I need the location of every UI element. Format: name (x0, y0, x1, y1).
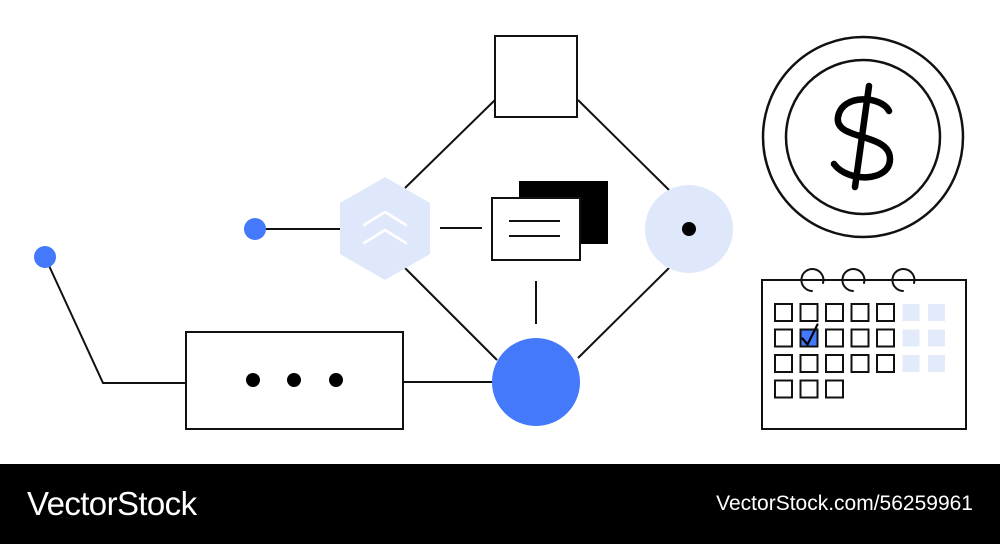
dollar-coin-icon (761, 35, 965, 239)
calendar-cell (902, 304, 920, 321)
blue-circle-node (492, 338, 580, 426)
stock-id: VectorStock.com/56259961 (716, 492, 973, 515)
calendar-cell (774, 379, 793, 399)
square-node (494, 35, 578, 118)
connector-top-right (577, 99, 670, 191)
endpoint-dot-left (34, 246, 56, 268)
connector-left-wire (44, 256, 186, 384)
connector-bottom-right (577, 267, 670, 359)
calendar-cell (928, 329, 945, 347)
footer-bar: VectorStock VectorStock.com/56259961 (0, 464, 1000, 544)
stacked-cards-icon (491, 181, 608, 261)
calendar-cell (799, 354, 819, 373)
double-chevron-up-icon (362, 210, 408, 245)
calendar-cell (774, 328, 793, 348)
calendar-cell (825, 379, 844, 399)
calendar-cell (799, 379, 819, 399)
connector-lines (44, 99, 670, 384)
calendar-cell (850, 328, 870, 348)
illustration (34, 35, 967, 430)
calendar-ring-3 (891, 268, 916, 292)
ellipsis-box (185, 331, 404, 430)
brand-logo: VectorStock (27, 485, 197, 522)
hexagon-node (340, 177, 430, 280)
calendar-cell (850, 303, 870, 322)
calendar-ring-2 (841, 268, 866, 292)
light-circle-node (645, 185, 733, 273)
calendar-grid (774, 303, 945, 399)
calendar-cell (876, 303, 895, 322)
endpoint-dot-middle (244, 218, 266, 240)
calendar-cell (928, 355, 945, 372)
calendar-cell (902, 329, 920, 347)
calendar-icon (761, 268, 967, 430)
calendar-cell (850, 354, 870, 373)
calendar-cell (825, 328, 844, 348)
calendar-cell (928, 304, 945, 321)
calendar-cell (876, 354, 895, 373)
calendar-cell (825, 303, 844, 322)
ellipsis-icon (246, 373, 343, 387)
calendar-cell (825, 354, 844, 373)
calendar-cell (774, 354, 793, 373)
checkmark-icon (801, 323, 819, 346)
calendar-cell (774, 303, 793, 322)
calendar-ring-1 (800, 268, 825, 292)
connector-top-left (404, 99, 496, 189)
calendar-cell (902, 355, 920, 372)
connector-bottom-left (404, 267, 498, 361)
calendar-cell (799, 303, 819, 322)
calendar-cell (876, 328, 895, 348)
